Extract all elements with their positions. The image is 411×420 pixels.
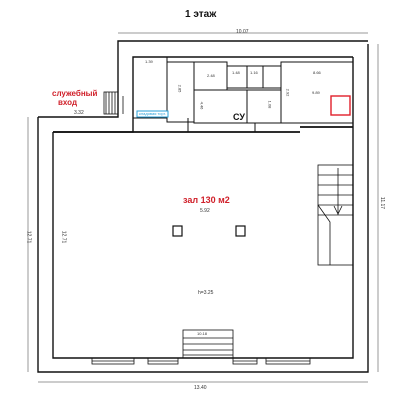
bottom-windows bbox=[91, 357, 311, 365]
staircase bbox=[317, 164, 354, 266]
room-dim-4: 4.46 bbox=[199, 101, 205, 110]
dim-window-bottom: 10.18 bbox=[197, 331, 208, 336]
service-entrance-line2: вход bbox=[58, 98, 78, 107]
room-dim-9: 8.66 bbox=[313, 70, 321, 75]
service-entrance-label: служебный вход bbox=[52, 89, 97, 107]
room-dim-6: 1.16 bbox=[250, 70, 258, 75]
cyan-tag-box bbox=[136, 110, 169, 118]
front-door bbox=[182, 329, 234, 359]
dim-height: h=3.25 bbox=[198, 290, 214, 296]
room-dim-8: 1.08 bbox=[267, 100, 273, 109]
room-dim-7: 2.92 bbox=[285, 88, 291, 97]
dim-entrance: 3.32 bbox=[74, 110, 84, 116]
room-dim-10: 9.89 bbox=[312, 90, 320, 95]
service-entrance-line1: служебный bbox=[52, 89, 98, 98]
hall-area-label: 5.92 bbox=[200, 208, 210, 214]
cyan-tag-label: кладовая торг. bbox=[139, 111, 166, 116]
service-rooms bbox=[132, 56, 354, 132]
entrance-steps bbox=[103, 91, 124, 115]
dim-top: 10.07 bbox=[236, 29, 249, 35]
dim-left-outer: 12.71 bbox=[25, 230, 32, 244]
room-dim-3: 2.48 bbox=[207, 73, 215, 78]
page-title: 1 этаж bbox=[185, 9, 217, 20]
room-dim-1: 1.39 bbox=[145, 59, 153, 64]
dim-right: 11.17 bbox=[379, 196, 386, 210]
dimension-lines bbox=[27, 32, 379, 383]
dim-bottom: 13.40 bbox=[194, 385, 207, 391]
hall-top-wall bbox=[53, 126, 353, 133]
room-dim-5: 1.48 bbox=[232, 70, 240, 75]
wc-label: СУ bbox=[233, 112, 245, 122]
room-dim-2: 2.85 bbox=[177, 84, 183, 93]
hall-label: зал 130 м2 bbox=[183, 195, 230, 205]
columns bbox=[172, 225, 246, 237]
dim-left-inner: 12.71 bbox=[60, 230, 67, 244]
red-marker-box bbox=[330, 95, 351, 116]
